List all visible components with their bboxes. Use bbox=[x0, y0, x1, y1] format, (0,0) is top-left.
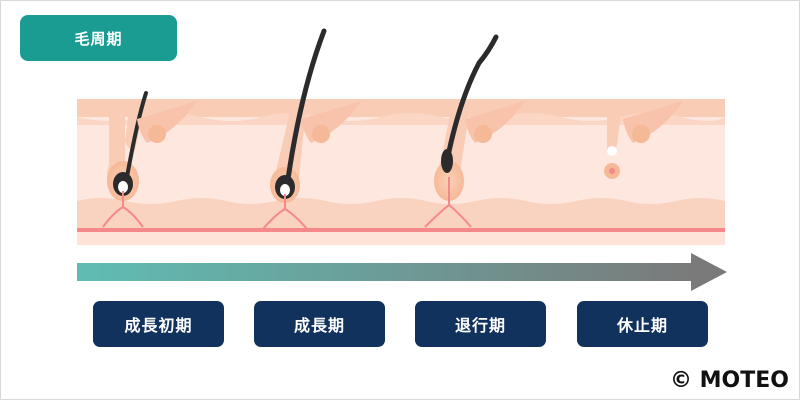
phase-label-telogen: 休止期 bbox=[577, 301, 708, 347]
blood-vessel-line bbox=[77, 228, 725, 232]
follicle-catagen bbox=[424, 34, 525, 228]
phase-label-early-anagen: 成長初期 bbox=[93, 301, 224, 347]
follicle-anagen bbox=[262, 28, 361, 230]
follicle-telogen bbox=[604, 99, 683, 179]
title-badge: 毛周期 bbox=[20, 15, 177, 61]
phase-label-catagen: 退行期 bbox=[415, 301, 546, 347]
phase-label-anagen: 成長期 bbox=[254, 301, 385, 347]
hair-strand bbox=[125, 91, 148, 179]
hair-strand bbox=[444, 34, 499, 164]
follicle-early-anagen bbox=[102, 91, 197, 228]
progression-arrow bbox=[77, 253, 727, 291]
hair-strand bbox=[285, 28, 327, 182]
copyright-credit: © MOTEO bbox=[670, 368, 789, 393]
arrow-head-icon bbox=[691, 253, 727, 291]
